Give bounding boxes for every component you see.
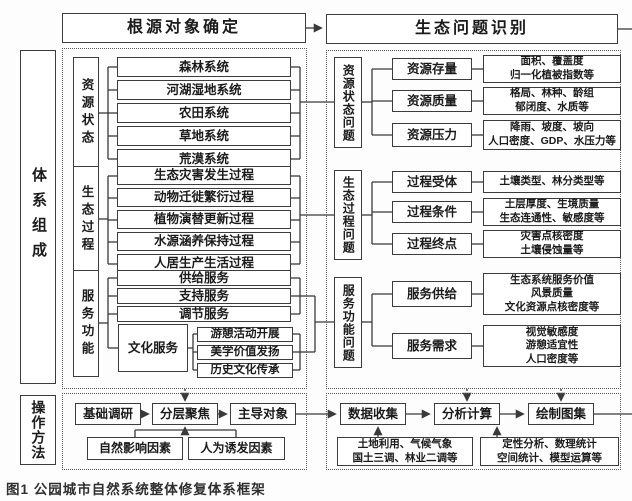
culture-service-box: 文化服务 — [118, 324, 188, 372]
factor-human: 人为诱发因素 — [188, 437, 285, 460]
problem-label-eco-process: 生态过程问题 — [334, 170, 362, 260]
problem-category: 服务供给 — [392, 281, 472, 307]
source-data-box: 土地利用、气候气象 国土三调、林业二调等 — [337, 437, 473, 466]
indicator-box: 土层厚度、生境质量 生态连通性、敏感度等 — [483, 198, 621, 226]
step-atlas-drawing: 绘制图集 — [528, 403, 594, 425]
problem-category: 资源压力 — [392, 123, 472, 147]
composition-left-panel — [62, 48, 307, 389]
indicator-box: 生态系统服务价值 风景质量 文化资源点核密度等 — [483, 273, 621, 315]
process-item: 生态灾害发生过程 — [117, 166, 291, 185]
process-item: 水源涵养保持过程 — [117, 232, 291, 251]
culture-item: 美学价值发扬 — [197, 345, 293, 360]
step-layered-focus: 分层聚焦 — [152, 403, 218, 425]
figure-caption: 图1 公园城市自然系统整体修复体系框架 — [6, 482, 266, 497]
step-data-collection: 数据收集 — [340, 403, 406, 425]
culture-item: 游憩活动开展 — [197, 327, 293, 342]
side-label-method: 操作方法 — [20, 395, 56, 465]
system-item: 森林系统 — [117, 57, 291, 77]
indicator-box: 面积、覆盖度 归一化植被指数等 — [483, 55, 621, 83]
problem-category: 过程受体 — [392, 171, 472, 193]
system-item: 农田系统 — [117, 103, 291, 123]
culture-item: 历史文化传承 — [197, 363, 293, 378]
service-item: 支持服务 — [117, 288, 291, 304]
problem-label-service-function: 服务功能问题 — [334, 277, 362, 368]
step-dominant-object: 主导对象 — [230, 403, 296, 425]
problem-category: 服务需求 — [392, 333, 472, 359]
method-right-panel — [326, 393, 621, 470]
service-item: 供给服务 — [117, 270, 291, 286]
problem-category: 过程条件 — [392, 201, 472, 223]
system-item: 河湖湿地系统 — [117, 80, 291, 100]
process-item: 动物迁徙繁衍过程 — [117, 188, 291, 207]
step-basic-survey: 基础调研 — [75, 403, 141, 425]
factor-natural: 自然影响因素 — [87, 437, 183, 460]
group-label-eco-process: 生态过程 — [73, 166, 99, 273]
header-eco-problem: 生态问题识别 — [326, 14, 618, 44]
problem-category: 过程终点 — [392, 233, 472, 255]
header-root-object: 根源对象确定 — [62, 13, 306, 43]
group-label-service-function: 服务功能 — [73, 270, 99, 377]
source-method-box: 定性分析、数理统计 空间统计、模型运算等 — [480, 437, 619, 466]
problem-category: 资源存量 — [392, 58, 472, 80]
problem-label-resource-state: 资源状态问题 — [334, 57, 362, 148]
step-analysis-calc: 分析计算 — [434, 403, 500, 425]
group-label-resource-state: 资源状态 — [73, 57, 99, 169]
problem-category: 资源质量 — [392, 90, 472, 112]
process-item: 人居生产生活过程 — [117, 254, 291, 273]
indicator-box: 土壤类型、林分类型等 — [483, 171, 621, 193]
indicator-box: 视觉敏感度 游憩适宜性 人口密度等 — [483, 325, 621, 367]
indicator-box: 灾害点核密度 土壤侵蚀量等 — [483, 230, 621, 258]
process-item: 植物演替更新过程 — [117, 210, 291, 229]
indicator-box: 格局、林种、龄组 郁闭度、水质等 — [483, 87, 621, 115]
service-item: 调节服务 — [117, 306, 291, 322]
indicator-box: 降雨、坡度、坡向 人口密度、GDP、水压力等 — [483, 120, 621, 150]
side-label-composition: 体系组成 — [20, 50, 56, 384]
system-item: 草地系统 — [117, 126, 291, 146]
